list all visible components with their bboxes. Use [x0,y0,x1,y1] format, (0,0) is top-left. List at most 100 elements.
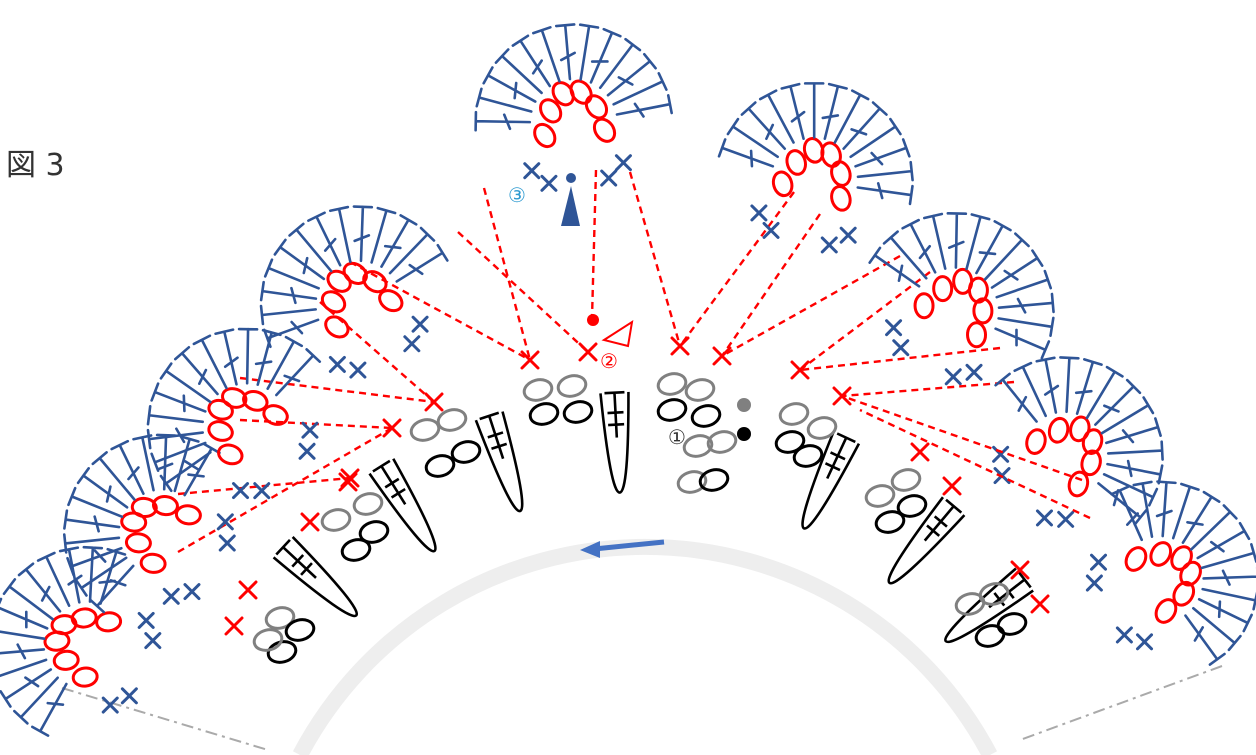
double-crochet [474,110,532,132]
double-crochet [288,222,333,273]
chain-stitch [1172,580,1196,607]
chain-stitch [1067,470,1090,498]
treble-bar [824,462,841,472]
marker-m1: ① [668,425,686,449]
chain-stitch [320,508,352,532]
single-crochet [382,418,402,438]
chain-stitch [151,495,179,517]
direction-arrow-shaft [593,539,665,552]
treble-stitch [887,496,966,585]
double-crochet [1094,378,1142,426]
double-crochet [1102,473,1159,507]
treble-stitch [272,536,358,618]
chain-stitch [972,297,994,325]
double-crochet [98,547,127,605]
chain-stitch [1025,428,1047,455]
chain-cluster [656,372,738,494]
double-crochet [76,467,129,509]
chain-stitch [522,378,554,402]
double-crochet [803,82,825,139]
treble-bar [993,592,1006,607]
single-crochet [839,226,857,244]
chain-dash [628,171,682,347]
double-crochet [110,439,145,495]
single-crochet [762,221,780,239]
chain-stitch [966,321,988,349]
chain-stitch [320,290,347,314]
chain-dash [679,191,795,347]
chain-stitch [409,418,441,442]
double-crochet [31,682,68,737]
chain-stitch [539,98,563,124]
single-crochet [300,512,320,532]
double-crochet [275,348,322,397]
chain-stitch [771,170,794,198]
double-crochet [901,218,937,274]
chain-dash [859,408,1091,520]
marker-m3: ③ [508,183,526,207]
start-dot [566,173,576,183]
chain-dash [721,213,821,357]
treble-bar [487,431,504,439]
treble-bar [829,451,846,461]
treble-bar [390,487,406,499]
double-crochet [150,441,207,472]
double-crochet [606,52,657,97]
double-crochet [352,205,374,263]
double-crochet [1155,480,1177,538]
treble-bar [491,442,508,451]
double-crochet [854,138,911,168]
chain-stitch [71,666,99,688]
chain-stitch [436,408,468,432]
single-crochet [820,236,838,254]
middle-row [340,336,852,488]
double-crochet [1100,396,1155,435]
double-crochet [1106,440,1164,461]
double-crochet [965,213,991,271]
chain-stitch [584,94,609,120]
single-crochet [614,154,632,172]
chain-dash [239,376,435,404]
double-crochet [1197,597,1253,633]
double-crochet [63,509,121,533]
chain-stitch [528,402,560,426]
fan-motif [679,82,914,357]
chain-stitch [352,492,384,516]
chain-cluster [864,468,928,534]
double-crochet [717,138,775,168]
chain-stitch [562,400,594,424]
boundary-line-right [1019,665,1223,741]
single-crochet [162,587,180,605]
chain-dash [457,231,589,353]
chain-stitch [362,270,388,294]
chain-stitch [656,398,688,422]
double-crochet [475,87,533,113]
double-crochet [1196,521,1251,560]
chain-stitch [424,454,456,478]
chain-stitch [592,117,617,143]
double-crochet [192,334,228,390]
treble-stitch [801,431,861,530]
double-crochet [589,27,622,84]
single-crochet [1010,560,1030,580]
double-crochet [578,23,600,81]
treble-loop [474,411,524,513]
treble-bar [384,477,400,489]
treble-bar [926,524,941,537]
chain-stitch [52,649,80,671]
single-crochet [523,162,541,180]
chain-stitch [996,612,1028,636]
chain-cluster [522,374,594,426]
treble-stem [604,390,625,438]
double-crochet [1192,606,1242,652]
double-crochet [1189,504,1238,551]
double-crochet [758,89,795,144]
single-crochet [885,319,903,337]
chain-stitch [450,440,482,464]
single-crochet [349,361,367,379]
double-crochet [842,101,888,150]
chain-dash [590,169,598,319]
chain-stitch [139,552,167,574]
single-crochet [992,445,1010,463]
